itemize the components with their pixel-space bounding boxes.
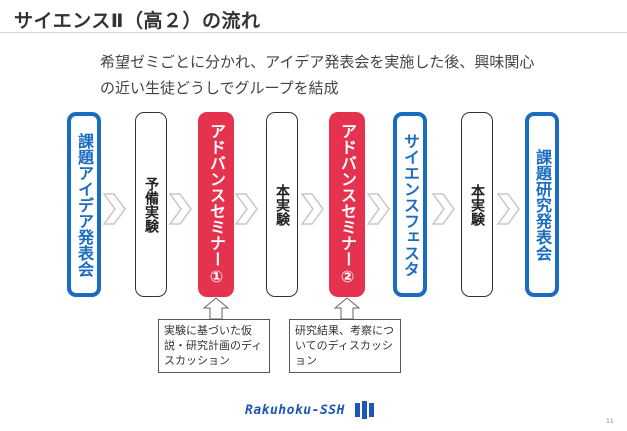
step-advance-seminar-2: アドバンスセミナー② (329, 112, 365, 297)
title-divider (0, 32, 627, 33)
step-label: アドバンスセミナー① (207, 123, 226, 286)
step-main-experiment-1: 本実験 (266, 112, 298, 297)
step-label: 課題アイデア発表会 (75, 132, 94, 277)
intro-line-2: の近い生徒どうしでグループを結成 (100, 79, 339, 97)
chevron-arrow-6 (431, 193, 455, 225)
step-preliminary-experiment: 予備実験 (135, 112, 167, 297)
step-label: 本実験 (274, 183, 290, 226)
step-label: アドバンスセミナー② (338, 123, 357, 286)
note-results-discussion: 研究結果、考察についてのディスカッション (289, 319, 401, 373)
up-arrow-note-2 (333, 297, 361, 320)
page-number: 11 (606, 418, 614, 425)
chevron-arrow-1 (102, 193, 126, 225)
step-idea-presentation: 課題アイデア発表会 (67, 112, 101, 297)
chevron-arrow-3 (234, 193, 258, 225)
intro-line-1: 希望ゼミごとに分かれ、アイデア発表会を実施した後、興味関心 (100, 53, 535, 71)
step-label: 予備実験 (143, 176, 159, 233)
school-logo-icon (355, 401, 374, 419)
slide-title: サイエンスⅡ（高２）の流れ (14, 10, 261, 32)
step-label: 課題研究発表会 (533, 148, 552, 261)
step-label: サイエンスフェスタ (401, 132, 420, 277)
up-arrow-note-1 (202, 297, 230, 320)
chevron-arrow-2 (168, 193, 192, 225)
chevron-arrow-4 (300, 193, 324, 225)
chevron-arrow-7 (496, 193, 520, 225)
footer-logo-text: Rakuhoku-SSH (245, 403, 345, 418)
step-label: 本実験 (469, 183, 485, 226)
chevron-arrow-5 (366, 193, 390, 225)
intro-text: 希望ゼミごとに分かれ、アイデア発表会を実施した後、興味関心 の近い生徒どうしでグ… (100, 49, 560, 101)
step-advance-seminar-1: アドバンスセミナー① (198, 112, 234, 297)
step-main-experiment-2: 本実験 (461, 112, 493, 297)
step-science-festa: サイエンスフェスタ (393, 112, 427, 297)
note-hypothesis-discussion: 実験に基づいた仮説・研究計画のディスカッション (158, 319, 270, 373)
step-research-presentation: 課題研究発表会 (525, 112, 559, 297)
